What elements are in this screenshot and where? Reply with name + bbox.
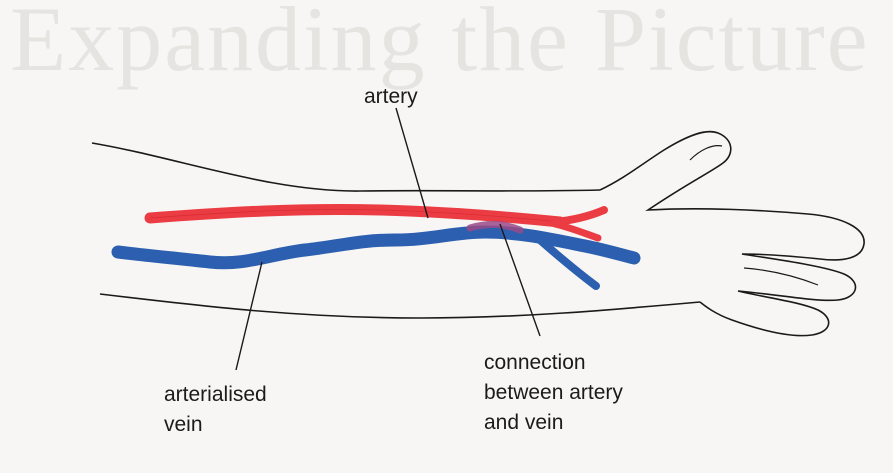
connection-label: connection between artery and vein — [484, 348, 623, 438]
hand-outline — [600, 132, 864, 336]
artery-pointer-line — [396, 108, 428, 218]
forearm-top-outline — [92, 143, 600, 191]
artery — [150, 209, 560, 222]
arterialised-vein-label-line-1: arterialised — [164, 380, 267, 410]
forearm-bottom-outline — [100, 294, 700, 318]
arterialised-vein-label: arterialised vein — [164, 380, 267, 440]
artery-branch-upper — [555, 210, 604, 222]
finger-crease — [744, 268, 818, 285]
connection-label-line-3: and vein — [484, 408, 623, 438]
thumb-crease — [690, 146, 722, 160]
arterialised-vein-label-line-2: vein — [164, 410, 267, 440]
artery-label: artery — [364, 82, 418, 112]
connection-label-line-2: between artery — [484, 378, 623, 408]
connection-label-line-1: connection — [484, 348, 623, 378]
vein-pointer-line — [236, 262, 262, 370]
